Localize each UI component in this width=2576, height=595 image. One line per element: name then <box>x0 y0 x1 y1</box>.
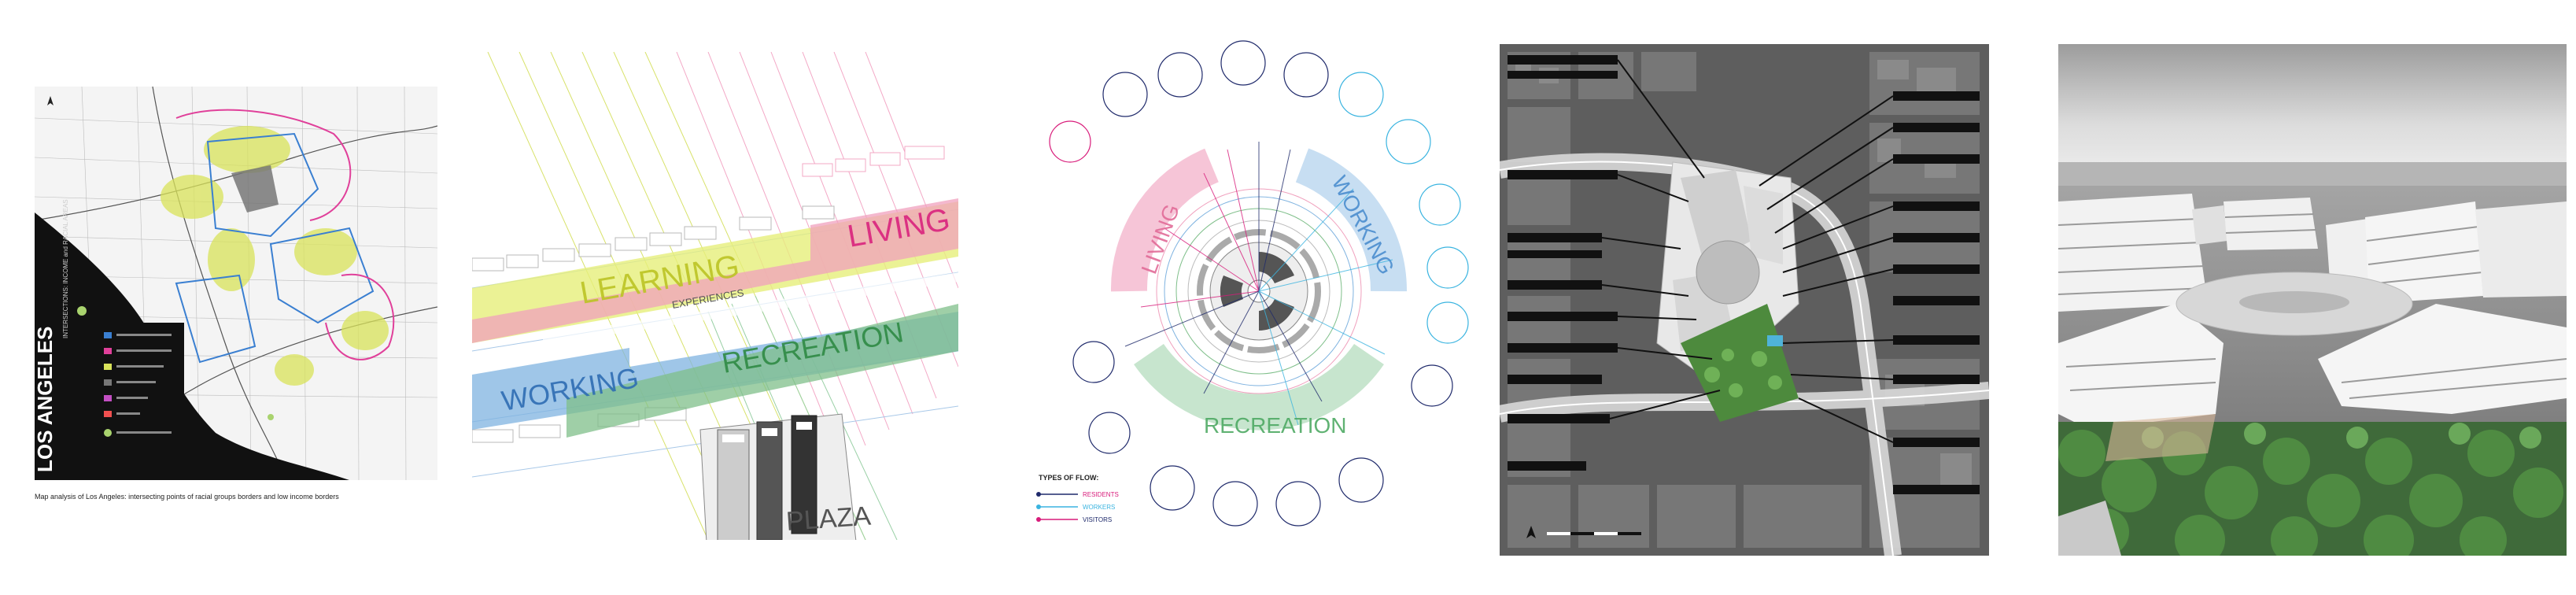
map-legend <box>98 323 184 449</box>
aerial-render <box>2058 44 2567 556</box>
north-arrow-icon <box>1526 526 1536 538</box>
resident-bubbles <box>1049 120 1091 163</box>
map-caption: Map analysis of Los Angeles: intersectin… <box>35 493 339 501</box>
recreation-sector-label: RECREATION <box>1204 413 1347 438</box>
map-panel: LOS ANGELES INTERSECTIONS: INCOME and RA… <box>35 87 437 480</box>
living-arc <box>1110 148 1220 292</box>
visitor-bubbles <box>1072 40 1453 527</box>
scale-bar <box>1547 532 1641 535</box>
flows-diagram-panel: LIVING WORKING RECREATION TYPES OF FLOW:… <box>1023 31 1495 535</box>
legend-visitors: VISITORS <box>1083 516 1112 523</box>
los-angeles-map: LOS ANGELES INTERSECTIONS: INCOME and RA… <box>35 87 437 480</box>
legend-title: TYPES OF FLOW: <box>1039 474 1098 482</box>
flows-diagram: LIVING WORKING RECREATION TYPES OF FLOW:… <box>1023 31 1495 535</box>
legend-workers: WORKERS <box>1083 504 1115 511</box>
plaza-block <box>699 413 857 540</box>
working-arc <box>1295 148 1408 292</box>
map-subtitle: INTERSECTIONS: INCOME and RACIAL AREAS <box>62 199 69 338</box>
site-plan <box>1500 44 1989 556</box>
map-title: LOS ANGELES <box>35 327 57 472</box>
zones-diagram: LIVING LEARNING EXPERIENCES WORKING RECR… <box>472 52 958 540</box>
render-buildings <box>2058 194 2567 430</box>
north-arrow-icon <box>47 96 54 105</box>
plaza-label: PLAZA <box>785 501 872 537</box>
recreation-arc <box>1134 343 1384 431</box>
living-band <box>472 198 958 343</box>
site-plan-panel <box>1500 44 1989 556</box>
sky <box>2058 44 2567 178</box>
worker-bubbles <box>1338 72 1469 344</box>
recreation-band <box>566 304 958 438</box>
zones-diagram-panel: LIVING LEARNING EXPERIENCES WORKING RECR… <box>472 52 958 540</box>
render-panel <box>2058 44 2567 556</box>
flow-legend: TYPES OF FLOW: RESIDENTS WORKERS VISITOR… <box>1036 474 1119 523</box>
legend-residents: RESIDENTS <box>1083 491 1119 498</box>
